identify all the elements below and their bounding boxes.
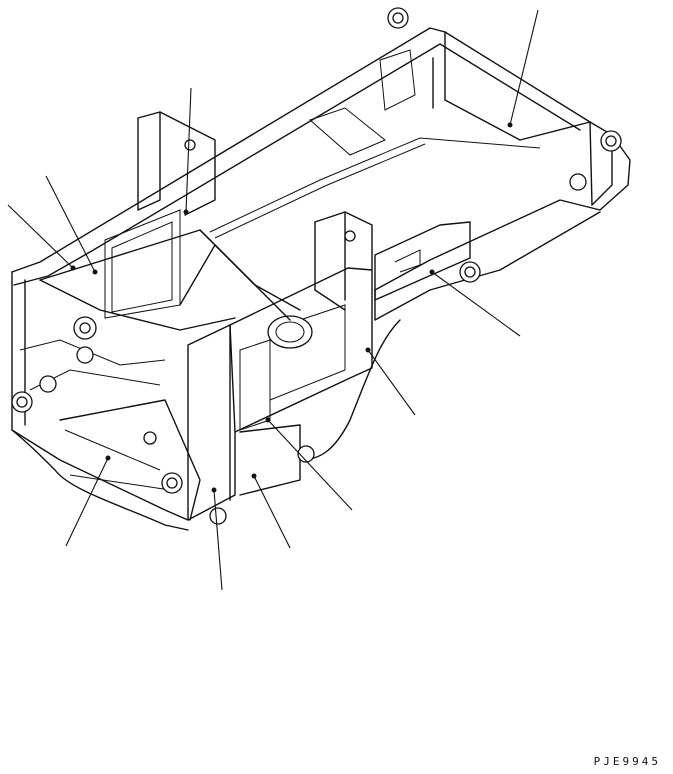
mounting-holes bbox=[11, 7, 622, 525]
leader-lines bbox=[7, 9, 539, 591]
leader-upper-left-1 bbox=[45, 175, 98, 275]
leader-right-mid bbox=[429, 269, 521, 337]
drawing-code: PJE9945 bbox=[593, 755, 661, 768]
leader-bottom-center bbox=[251, 473, 291, 549]
leader-bottom-left bbox=[65, 455, 111, 547]
leader-bottom-center-left bbox=[211, 487, 223, 591]
leader-top-right bbox=[507, 9, 539, 128]
leader-upper-left-2 bbox=[7, 204, 76, 271]
leader-upper-center bbox=[183, 87, 192, 215]
main-frame bbox=[11, 27, 631, 531]
leader-lower-center-right bbox=[265, 417, 353, 511]
leader-right-lower bbox=[365, 347, 416, 416]
